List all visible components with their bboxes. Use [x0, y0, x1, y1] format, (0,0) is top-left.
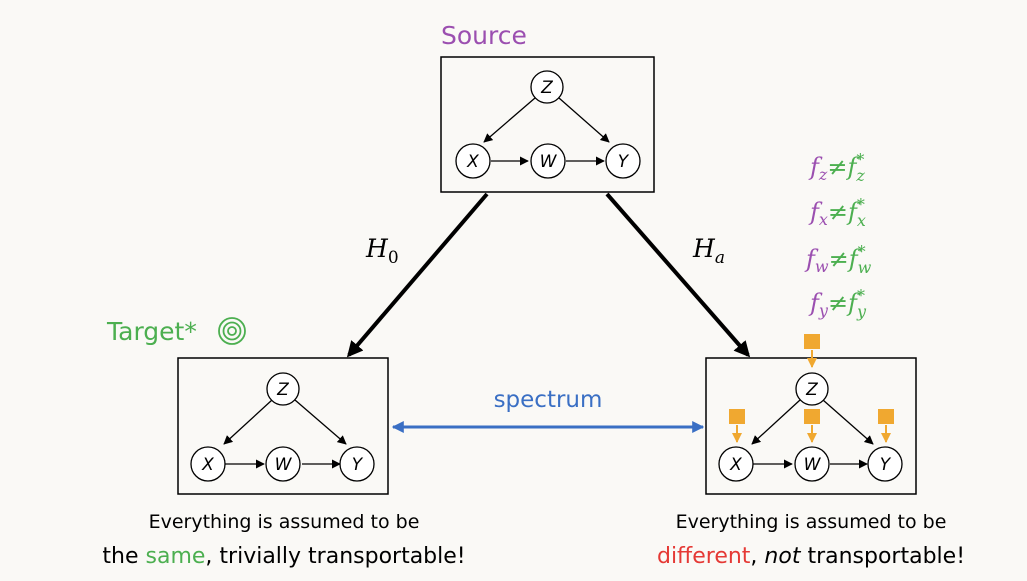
node-x [190, 446, 226, 482]
mechanism-y: fy≠f*y [808, 286, 867, 321]
mechanism-list: fz≠f*z fx≠f*x fw≠f*w fy≠f*y [804, 150, 872, 321]
node-w-label: W [540, 152, 558, 172]
node-y-label: Y [880, 455, 892, 475]
node-w-label: W [275, 455, 293, 475]
spectrum-label: spectrum [494, 387, 603, 413]
node-w [530, 143, 566, 179]
node-z [795, 372, 829, 406]
node-y-label: Y [352, 455, 364, 475]
node-x-label: X [466, 152, 479, 172]
target-label: Target* [106, 317, 197, 346]
node-y [867, 446, 903, 482]
selection-node-y [878, 409, 894, 443]
node-z [530, 70, 564, 104]
left-caption-line2: the same, trivially transportable! [102, 544, 465, 569]
alternative-graph: Z X W Y [705, 334, 917, 495]
node-z-label: Z [276, 380, 289, 400]
target-graph: Z X W Y [177, 357, 389, 495]
node-x-label: X [201, 455, 214, 475]
node-x [718, 446, 754, 482]
right-caption-line1: Everything is assumed to be [676, 511, 947, 533]
source-graph: Z X W Y [440, 56, 655, 193]
left-caption-line1: Everything is assumed to be [149, 511, 420, 533]
bullseye-icon [218, 317, 246, 345]
h0-label: H0 [365, 234, 399, 268]
node-x [455, 143, 491, 179]
node-w [794, 446, 830, 482]
node-z-label: Z [540, 78, 553, 98]
node-y [339, 446, 375, 482]
source-label: Source [441, 21, 527, 50]
node-w [265, 446, 301, 482]
selection-node-x [729, 409, 745, 443]
node-y-label: Y [618, 152, 630, 172]
mechanism-x: fx≠f*x [808, 195, 866, 230]
selection-node-w [804, 409, 820, 443]
right-caption-line2: different, not transportable! [657, 544, 965, 569]
mechanism-z: fz≠f*z [808, 150, 865, 185]
node-z [266, 372, 300, 406]
node-w-label: W [804, 455, 822, 475]
h0-arrow [346, 192, 489, 358]
ha-arrow [605, 192, 751, 358]
node-x-label: X [729, 455, 742, 475]
mechanism-w: fw≠f*w [804, 242, 872, 277]
selection-node-z [804, 334, 820, 368]
node-y [605, 143, 641, 179]
ha-label: Ha [692, 234, 725, 268]
node-z-label: Z [805, 380, 818, 400]
